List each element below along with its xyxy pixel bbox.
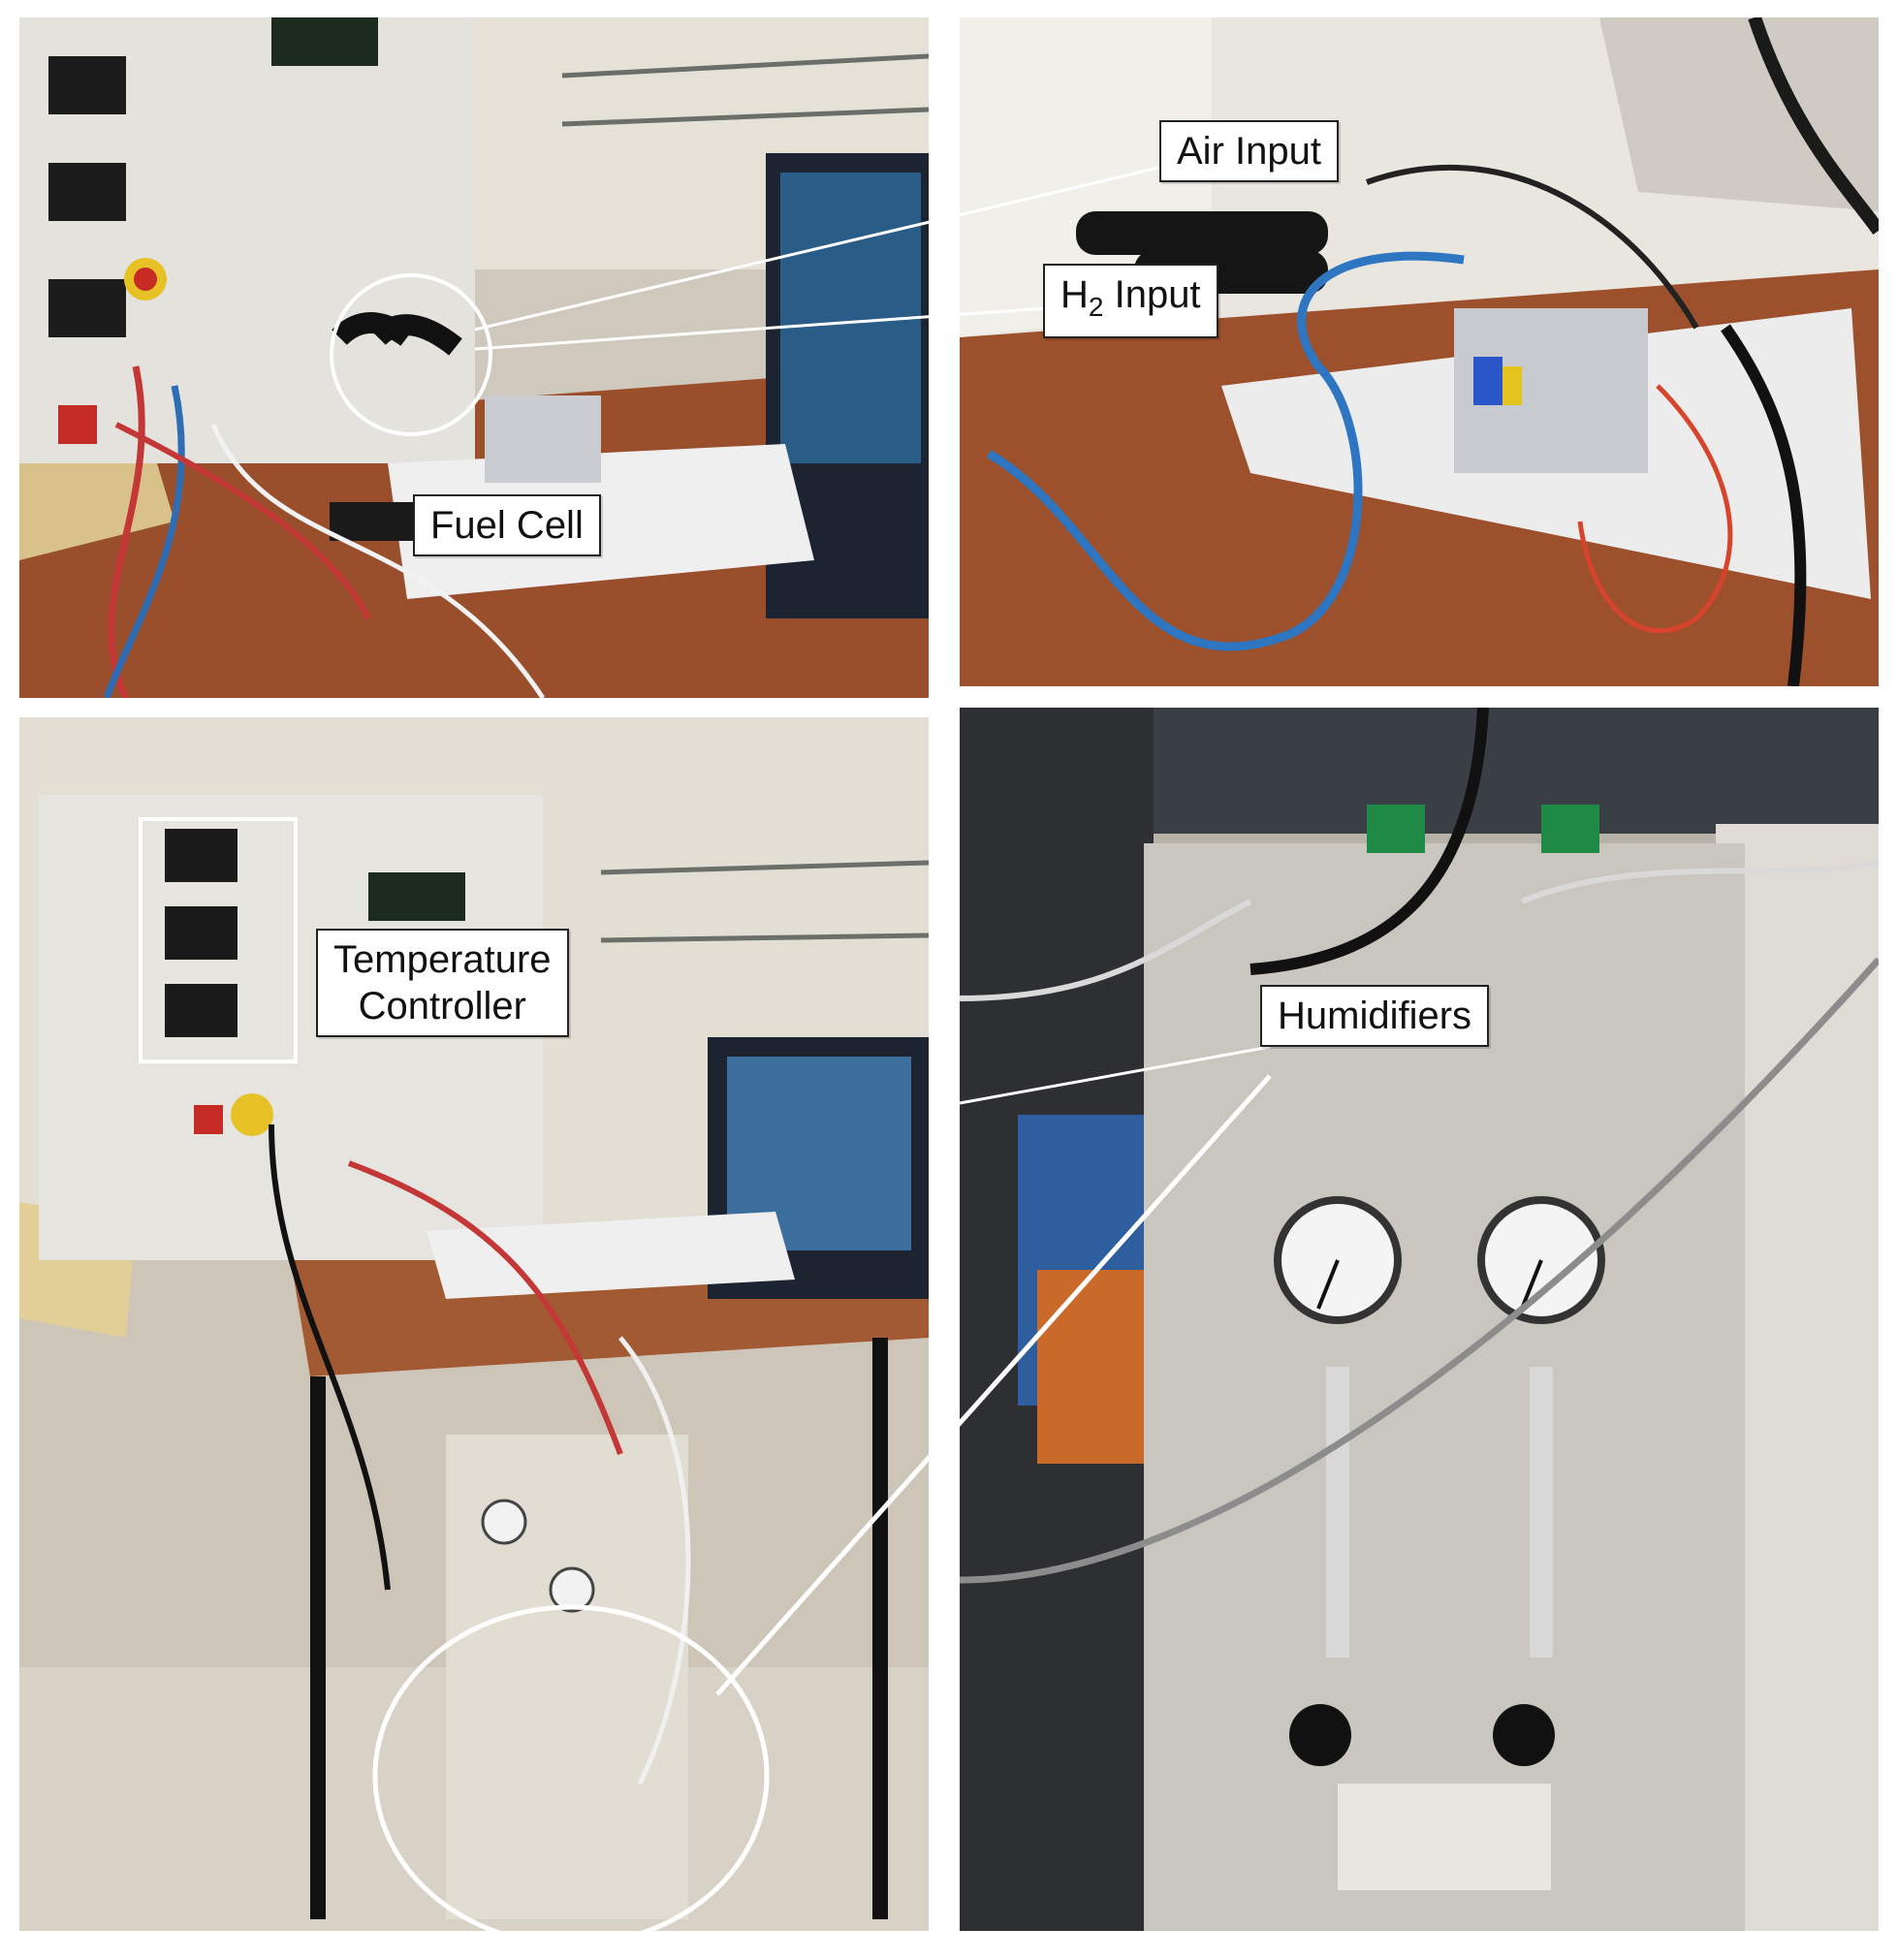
temperature-controller-label: Temperature Controller [316, 929, 569, 1037]
photo-humidifiers [960, 708, 1879, 1931]
photo-gas-inputs [960, 17, 1879, 686]
photo-fuel-cell-setup [19, 17, 929, 698]
humidifiers-label: Humidifiers [1260, 985, 1490, 1047]
photo-full-station [19, 717, 929, 1931]
h2-input-label-subscript: 2 [1088, 292, 1104, 322]
temperature-controller-line1: Temperature [333, 938, 552, 981]
air-input-label: Air Input [1159, 120, 1339, 182]
temperature-controller-line2: Controller [358, 985, 526, 1027]
h2-input-label-rest: Input [1103, 273, 1201, 316]
h2-input-label: H2 Input [1043, 264, 1218, 338]
fuel-cell-label: Fuel Cell [413, 494, 601, 556]
h2-input-label-h: H [1060, 273, 1089, 316]
